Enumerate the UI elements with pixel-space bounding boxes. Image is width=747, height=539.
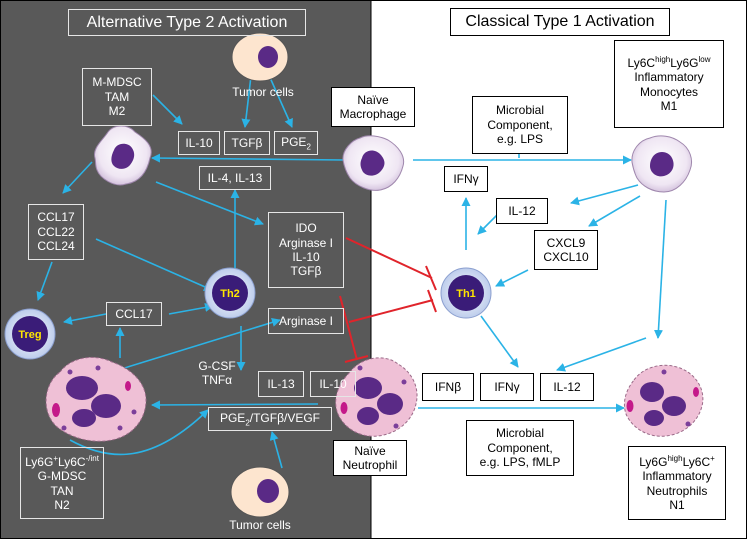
- ifnb-box: IFNβ: [422, 373, 474, 401]
- left-panel-title: Alternative Type 2 Activation: [68, 9, 306, 36]
- il10-box: IL-10: [178, 131, 220, 155]
- th2-cell-icon: [204, 267, 256, 319]
- tumor-cell-top-icon: [231, 32, 289, 82]
- microbial-component-lps-box: Microbial Component, e.g. LPS: [472, 96, 568, 154]
- inhibition-lines: [339, 237, 437, 363]
- gcsf-tnfa-label: G-CSF TNFα: [198, 358, 236, 387]
- il4-il13-box: IL-4, IL-13: [199, 166, 271, 190]
- ccl17-box: CCL17: [106, 302, 162, 326]
- naive-macrophage-box: Naïve Macrophage: [331, 87, 415, 127]
- n1-neutrophil-icon: [623, 364, 704, 437]
- n1-neutrophil-markers-box: Ly6GhighLy6C+ Inflammatory Neutrophils N…: [628, 446, 726, 520]
- pge2-tgfb-vegf-box: PGE2/TGFβ/VEGF: [208, 407, 332, 431]
- th1-cell-icon: [440, 267, 492, 319]
- th1-label: Th1: [456, 288, 476, 300]
- tumor-cells-top-label: Tumor cells: [232, 84, 294, 99]
- activation-arrows: [36, 72, 667, 469]
- il12-lower-box: IL-12: [540, 373, 594, 401]
- cxcl9-cxcl10-box: CXCL9 CXCL10: [534, 230, 598, 270]
- ifng-box: IFNγ: [444, 166, 488, 192]
- pge2-box: PGE2: [274, 131, 318, 155]
- naive-macrophage-icon: [342, 135, 405, 191]
- ido-arginase-box: IDO Arginase I IL-10 TGFβ: [268, 212, 344, 288]
- th2-label: Th2: [220, 288, 240, 300]
- tumor-cell-bottom-icon: [230, 466, 290, 518]
- il12-box: IL-12: [496, 198, 548, 224]
- left-panel-bg: [0, 0, 371, 539]
- mdsc-tam-m2-box: M-MDSC TAM M2: [82, 68, 152, 126]
- ccl-chemokines-box: CCL17 CCL22 CCL24: [28, 204, 84, 260]
- naive-neutrophil-box: Naïve Neutrophil: [333, 440, 407, 476]
- il10-lower-box: IL-10: [310, 371, 356, 397]
- treg-label: Treg: [18, 329, 41, 341]
- microbial-component-lps-fmlp-box: Microbial Component, e.g. LPS, fMLP: [466, 420, 574, 476]
- il13-box: IL-13: [258, 371, 304, 397]
- n2-neutrophil-icon: [45, 356, 147, 442]
- m1-macrophage-icon: [631, 135, 693, 193]
- m2-macrophage-icon: [93, 125, 152, 186]
- n2-neutrophil-markers-box: Ly6G+Ly6C-/int G-MDSC TAN N2: [20, 447, 104, 519]
- arginase-box: Arginase I: [268, 308, 344, 334]
- tgfb-box: TGFβ: [224, 131, 270, 155]
- tumor-cells-bottom-label: Tumor cells: [229, 517, 291, 532]
- m1-monocyte-markers-box: Ly6ChighLy6Glow Inflammatory Monocytes M…: [614, 40, 724, 128]
- treg-cell-icon: [4, 308, 56, 360]
- right-panel-title: Classical Type 1 Activation: [450, 8, 670, 36]
- ifng-lower-box: IFNγ: [480, 373, 534, 401]
